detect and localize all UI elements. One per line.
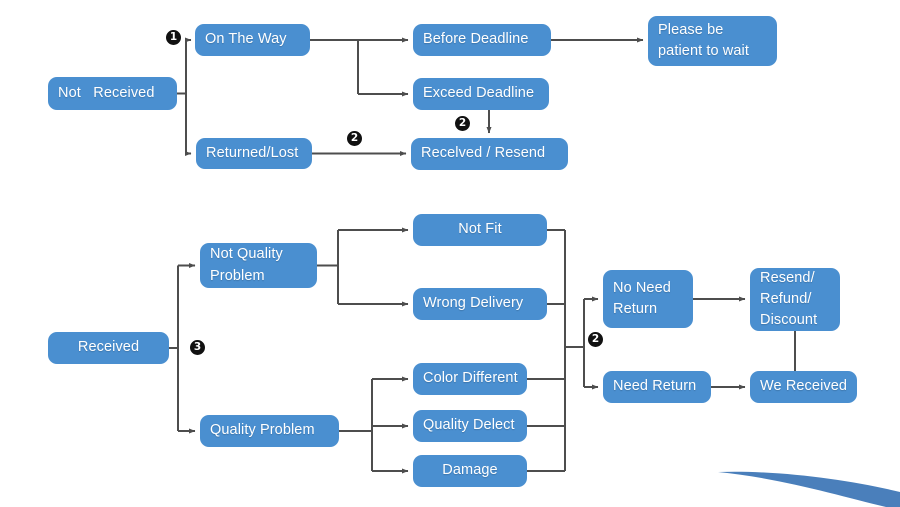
- node-not-received[interactable]: Not Received: [48, 77, 177, 110]
- node-wrong-delivery[interactable]: Wrong Delivery: [413, 288, 547, 320]
- step-marker-2-returned: 2: [347, 131, 362, 146]
- step-marker-2-exceed: 2: [455, 116, 470, 131]
- step-marker-1: 1: [166, 30, 181, 45]
- node-returned-lost[interactable]: Returned/Lost: [196, 138, 312, 169]
- node-before-deadline[interactable]: Before Deadline: [413, 24, 551, 56]
- node-quality-delect[interactable]: Quality Delect: [413, 410, 527, 442]
- node-quality-problem[interactable]: Quality Problem: [200, 415, 339, 447]
- node-resend-refund-discount[interactable]: Resend/ Refund/ Discount: [750, 268, 840, 331]
- step-marker-3: 3: [190, 340, 205, 355]
- node-we-received[interactable]: We Received: [750, 371, 857, 403]
- node-please-be-patient-to-wait[interactable]: Please be patient to wait: [648, 16, 777, 66]
- node-not-quality-problem[interactable]: Not Quality Problem: [200, 243, 317, 288]
- node-on-the-way[interactable]: On The Way: [195, 24, 310, 56]
- node-damage[interactable]: Damage: [413, 455, 527, 487]
- node-color-different[interactable]: Color Different: [413, 363, 527, 395]
- node-received[interactable]: Received: [48, 332, 169, 364]
- node-need-return[interactable]: Need Return: [603, 371, 711, 403]
- node-exceed-deadline[interactable]: Exceed Deadline: [413, 78, 549, 110]
- node-not-fit[interactable]: Not Fit: [413, 214, 547, 246]
- node-received-resend[interactable]: Recelved / Resend: [411, 138, 568, 170]
- node-no-need-return[interactable]: No Need Return: [603, 270, 693, 328]
- step-marker-2-return: 2: [588, 332, 603, 347]
